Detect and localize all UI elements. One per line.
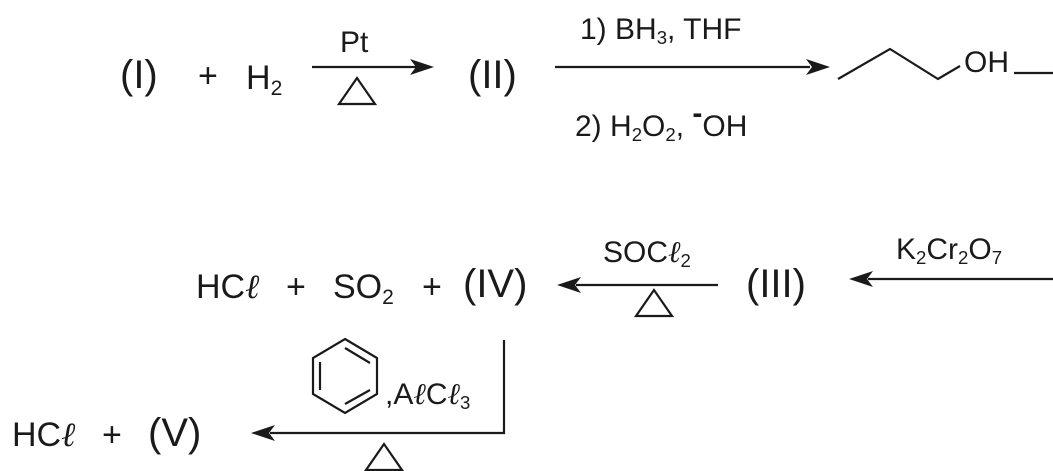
propanol-skeletal-structure <box>837 47 961 81</box>
arrowhead-icon <box>806 59 830 75</box>
plus-sign: + <box>286 268 306 306</box>
plus-sign: + <box>422 268 442 306</box>
species-II: (II) <box>468 53 517 97</box>
arrowhead-icon <box>557 277 581 293</box>
so2-formula: SO2 <box>333 268 394 309</box>
thionyl-chloride-label: SOCℓ2 <box>603 235 691 272</box>
species-III: (III) <box>746 262 806 306</box>
lewis-acid-catalyst-label: ,AℓCℓ3 <box>385 377 471 414</box>
dichromate-label: K2Cr2O7 <box>896 233 1003 269</box>
species-IV: (IV) <box>463 262 528 306</box>
arrowhead-icon <box>251 425 275 441</box>
plus-sign: + <box>198 57 218 95</box>
hcl-formula: HCℓ <box>196 267 260 307</box>
hydroxyl-label: OH <box>964 46 1009 79</box>
plus-sign: + <box>102 416 122 454</box>
hydroboration-step-label: 1) BH3, THF <box>580 13 742 49</box>
species-V: (V) <box>148 411 202 455</box>
hcl-formula: HCℓ <box>12 415 76 455</box>
catalyst-pt-label: Pt <box>340 26 369 59</box>
heat-triangle-icon <box>336 76 378 106</box>
arrowhead-icon <box>849 271 873 287</box>
oxidation-step-label: 2) H2O2, -OH <box>575 96 748 146</box>
hydrogen-formula: H2 <box>246 59 283 100</box>
reaction-arrow-5 <box>270 340 506 435</box>
species-I: (I) <box>120 53 158 97</box>
negative-charge: - <box>692 96 703 130</box>
benzene-ring-icon <box>311 337 379 415</box>
heat-triangle-icon <box>363 442 405 471</box>
arrowhead-icon <box>410 59 434 75</box>
heat-triangle-icon <box>633 288 675 318</box>
